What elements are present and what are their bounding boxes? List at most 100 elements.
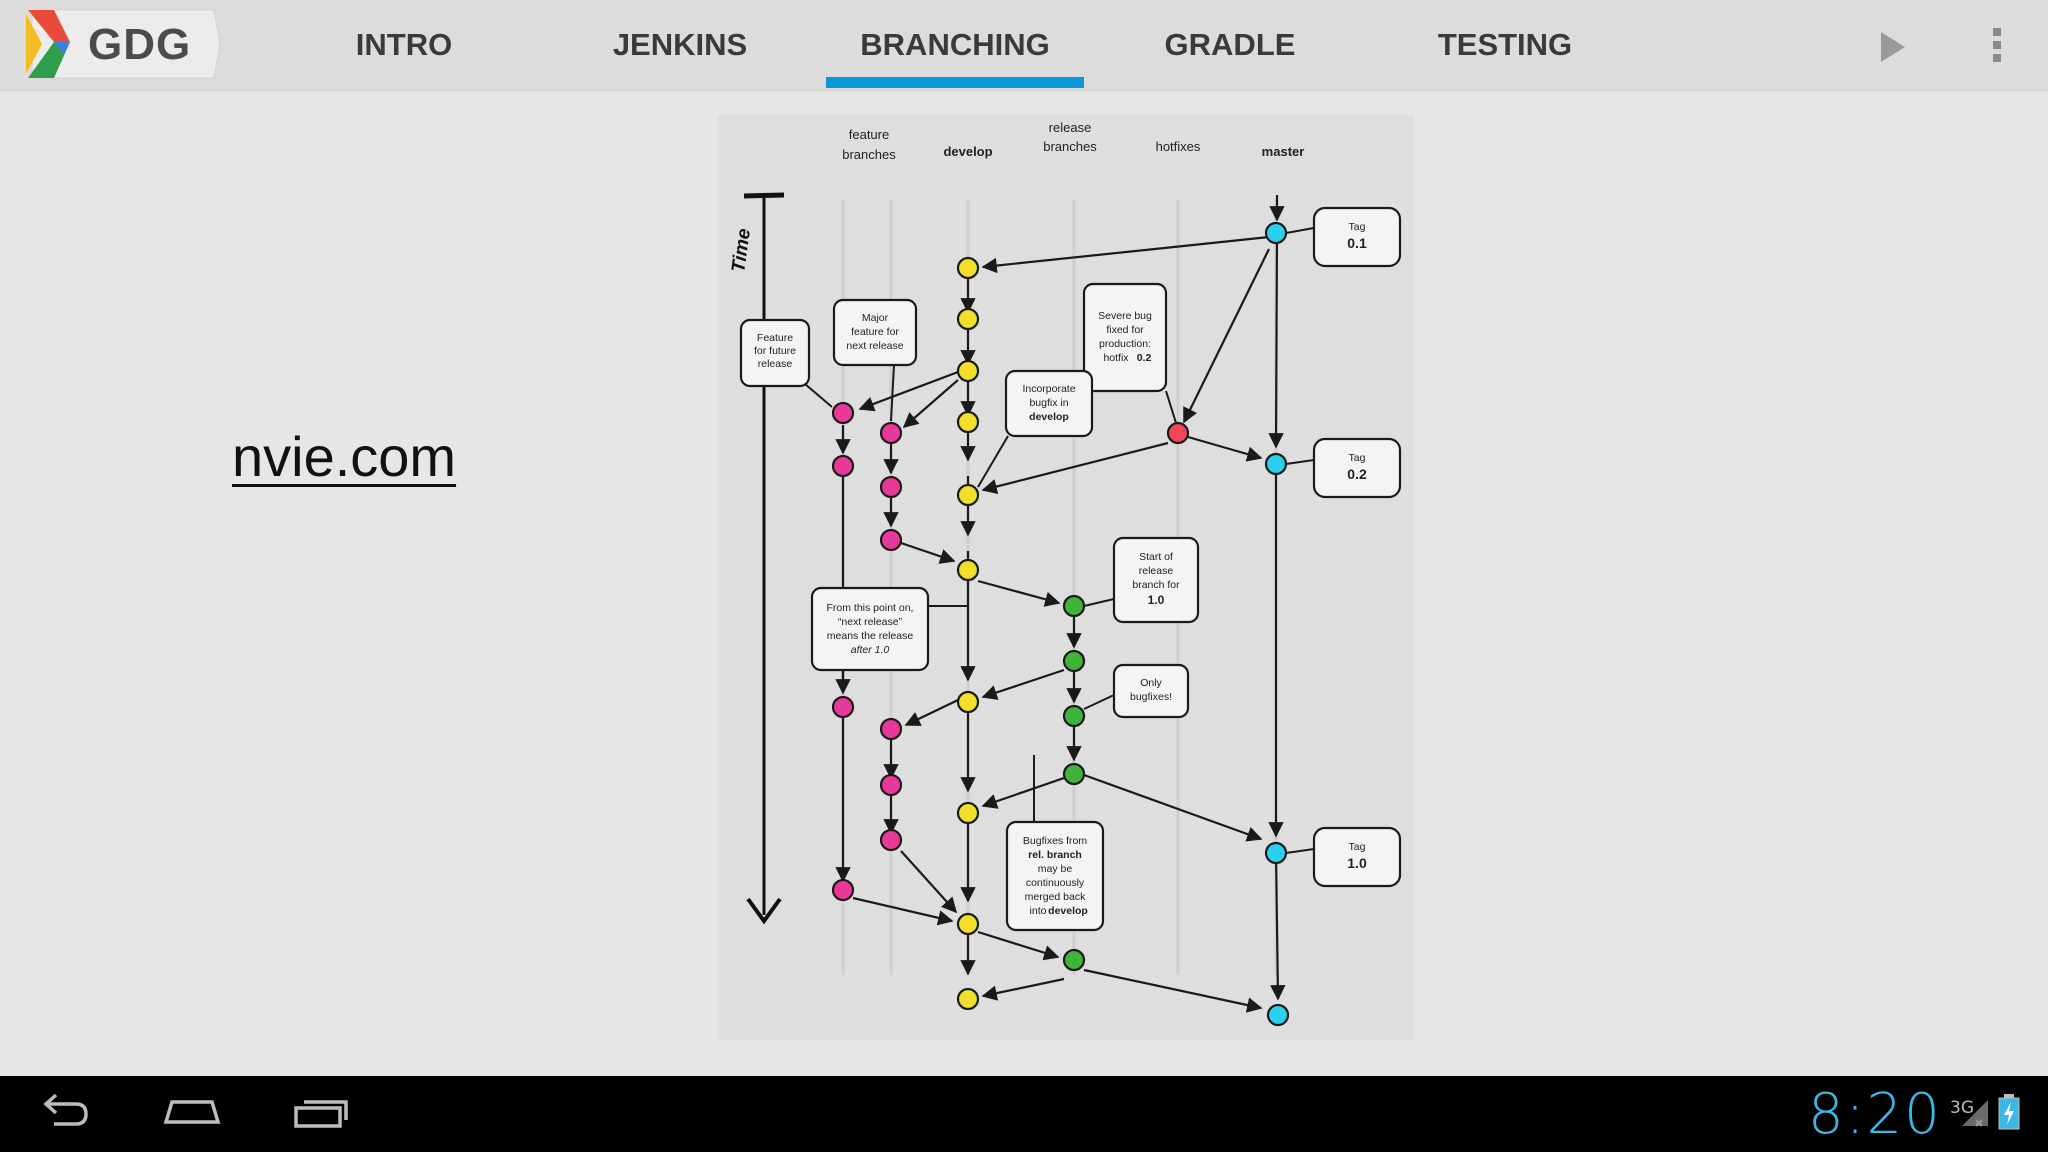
system-nav-bar: [0, 1076, 2048, 1152]
commit-feature: [831, 695, 855, 719]
commit-develop: [956, 558, 980, 582]
svg-text:0.2: 0.2: [1137, 352, 1152, 364]
signal-icon: [1962, 1100, 1988, 1127]
network-type: 3G: [1950, 1098, 1974, 1118]
tab-jenkins[interactable]: JENKINS: [612, 27, 748, 62]
commit-feature: [879, 475, 903, 499]
overflow-menu-icon[interactable]: [1990, 26, 2004, 66]
back-icon[interactable]: [34, 1086, 94, 1136]
commit-develop: [956, 801, 980, 825]
time-axis: Time: [728, 192, 785, 925]
svg-text:Only: Only: [1140, 677, 1162, 689]
commit-feature: [879, 528, 903, 552]
tab-testing[interactable]: TESTING: [1437, 27, 1573, 62]
svg-text:for future: for future: [754, 345, 796, 357]
commit-release: [1062, 704, 1086, 728]
commit-feature: [879, 717, 903, 741]
svg-text:From this point on,: From this point on,: [827, 602, 914, 614]
svg-text:fixed for: fixed for: [1106, 324, 1144, 336]
header-feature-2: branches: [842, 147, 896, 162]
commit-feature: [831, 401, 855, 425]
commit-develop: [956, 307, 980, 331]
status-clock: 8:20: [1808, 1082, 1942, 1147]
commit-develop: [956, 410, 980, 434]
svg-text:Incorporate: Incorporate: [1022, 383, 1075, 395]
commit-feature: [831, 454, 855, 478]
svg-text:into: into: [1030, 905, 1047, 917]
note-incorporate-bugfix: Incorporate bugfix in develop: [977, 369, 1094, 488]
note-next-release: From this point on, “next release” means…: [810, 586, 968, 672]
header-hotfixes: hotfixes: [1156, 139, 1201, 154]
commit-master: [1264, 221, 1288, 245]
svg-text:Start of: Start of: [1139, 551, 1173, 563]
note-severe-bug: Severe bug fixed for production: hotfix …: [1082, 282, 1177, 424]
svg-text:next release: next release: [846, 340, 903, 352]
header-feature-1: feature: [849, 127, 889, 142]
svg-text:develop: develop: [1029, 411, 1069, 423]
branching-diagram: feature branches develop release branche…: [718, 115, 1414, 1040]
header-release-2: branches: [1043, 139, 1097, 154]
svg-text:Severe bug: Severe bug: [1098, 310, 1152, 322]
commit-release: [1062, 649, 1086, 673]
tag-label: Tag: [1349, 221, 1366, 233]
battery-icon: [1998, 1094, 2020, 1130]
commit-feature: [879, 828, 903, 852]
tab-intro[interactable]: INTRO: [355, 27, 453, 62]
gdg-logo-icon: [26, 9, 221, 79]
commit-develop: [956, 483, 980, 507]
svg-text:Bugfixes from: Bugfixes from: [1023, 835, 1087, 847]
tag-version: 0.2: [1347, 466, 1367, 482]
note-major-feature: Major feature for next release: [832, 298, 918, 422]
header-release-1: release: [1049, 120, 1092, 135]
header-master: master: [1262, 144, 1305, 159]
tag-version: 1.0: [1347, 855, 1367, 871]
svg-text:feature for: feature for: [851, 326, 899, 338]
svg-text:continuously: continuously: [1026, 877, 1085, 889]
commit-develop: [956, 912, 980, 936]
tag-version: 0.1: [1347, 235, 1367, 251]
svg-text:branch for: branch for: [1132, 579, 1180, 591]
tab-gradle[interactable]: GRADLE: [1164, 27, 1296, 62]
commit-feature: [879, 421, 903, 445]
recents-icon[interactable]: [290, 1086, 354, 1136]
svg-text:release: release: [758, 358, 793, 370]
note-bugfixes-merged: Bugfixes from rel. branch may be continu…: [1005, 755, 1105, 932]
commit-release: [1062, 762, 1086, 786]
commit-develop: [956, 690, 980, 714]
gdg-logo[interactable]: [24, 8, 224, 80]
commit-master: [1266, 1003, 1290, 1027]
commit-release: [1062, 948, 1086, 972]
svg-text:develop: develop: [1048, 905, 1088, 917]
commit-release: [1062, 594, 1086, 618]
note-start-release: Start of release branch for 1.0: [1083, 536, 1200, 624]
header-develop: develop: [943, 144, 992, 159]
note-feature-future: Feature for future release: [739, 318, 833, 408]
commit-develop: [956, 987, 980, 1011]
svg-text:release: release: [1139, 565, 1174, 577]
tag-label: Tag: [1349, 841, 1366, 853]
svg-text:bugfix in: bugfix in: [1029, 397, 1068, 409]
svg-text:production:: production:: [1099, 338, 1151, 350]
play-icon[interactable]: [1878, 30, 1908, 64]
tag-box: Tag 0.2: [1285, 437, 1402, 499]
commit-master: [1264, 841, 1288, 865]
gdg-logo-text: GDG: [88, 20, 192, 69]
tag-box: Tag 1.0: [1285, 826, 1402, 888]
svg-text:after 1.0: after 1.0: [851, 644, 890, 656]
svg-text:hotfix: hotfix: [1103, 352, 1129, 364]
commit-master: [1264, 452, 1288, 476]
tab-branching[interactable]: BRANCHING: [826, 0, 1084, 90]
action-bar: GDG INTRO JENKINS BRANCHING GRADLE TESTI…: [0, 0, 2048, 91]
commit-develop: [956, 359, 980, 383]
commit-develop: [956, 256, 980, 280]
svg-text:Major: Major: [862, 312, 889, 324]
nvie-link[interactable]: nvie.com: [232, 425, 457, 488]
commit-feature: [879, 773, 903, 797]
home-icon[interactable]: [160, 1086, 224, 1136]
note-only-bugfixes: Only bugfixes!: [1083, 663, 1190, 719]
tag-label: Tag: [1349, 452, 1366, 464]
branching-diagram-svg: feature branches develop release branche…: [728, 120, 1402, 1027]
commit-feature: [831, 878, 855, 902]
svg-text:merged back: merged back: [1025, 891, 1086, 903]
svg-text:may be: may be: [1038, 863, 1073, 875]
